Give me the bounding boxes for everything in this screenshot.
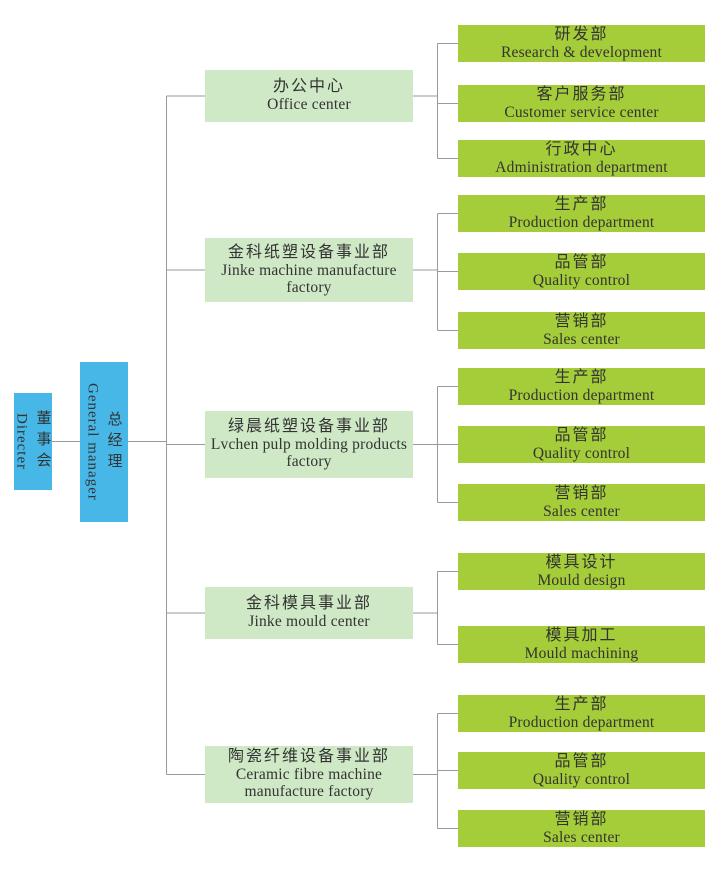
dept-research-development: 研发部 Research & development [458, 25, 705, 62]
dept-label-zh: 营销部 [554, 484, 609, 502]
dept-quality-jinke-machine: 品管部 Quality control [458, 253, 705, 290]
division-office-center: 办公中心 Office center [205, 70, 413, 122]
dept-label-zh: 生产部 [554, 368, 609, 386]
division-ceramic-fibre-factory: 陶瓷纤维设备事业部 Ceramic fibre machine manufact… [205, 746, 413, 803]
dept-label-zh: 行政中心 [545, 140, 618, 158]
dept-label-en: Administration department [495, 158, 668, 176]
dept-label-zh: 营销部 [554, 810, 609, 828]
division-lvchen-pulp-factory: 绿晨纸塑设备事业部 Lvchen pulp molding products f… [205, 411, 413, 478]
dept-sales-jinke-machine: 营销部 Sales center [458, 312, 705, 349]
dept-quality-ceramic: 品管部 Quality control [458, 752, 705, 789]
dept-production-ceramic: 生产部 Production department [458, 695, 705, 732]
dept-mould-design: 模具设计 Mould design [458, 553, 705, 590]
dept-label-zh: 营销部 [554, 312, 609, 330]
manager-label-en: General manager [84, 383, 101, 501]
dept-quality-lvchen: 品管部 Quality control [458, 426, 705, 463]
dept-label-zh: 品管部 [554, 253, 609, 271]
dept-production-jinke-machine: 生产部 Production department [458, 195, 705, 232]
dept-label-en: Production department [508, 213, 655, 231]
dept-label-en: Mould design [537, 571, 626, 589]
dept-mould-machining: 模具加工 Mould machining [458, 626, 705, 663]
dept-label-en: Mould machining [524, 644, 639, 662]
dept-label-en: Quality control [532, 770, 631, 788]
dept-sales-lvchen: 营销部 Sales center [458, 484, 705, 521]
dept-label-en: Sales center [543, 330, 620, 348]
division-label-zh: 办公中心 [272, 78, 345, 96]
dept-label-zh: 模具加工 [545, 626, 618, 644]
dept-production-lvchen: 生产部 Production department [458, 368, 705, 405]
dept-label-en: Sales center [543, 828, 620, 846]
dept-label-zh: 模具设计 [545, 553, 618, 571]
dept-label-zh: 品管部 [554, 752, 609, 770]
dept-label-zh: 客户服务部 [536, 85, 627, 103]
dept-label-en: Production department [508, 713, 655, 731]
division-label-en: Jinke machine manufacture factory [221, 261, 397, 296]
org-node-general-manager: General manager 总经理 [80, 362, 128, 522]
division-label-en: Office center [267, 96, 351, 114]
division-label-en: Ceramic fibre machine manufacture factor… [235, 766, 383, 801]
dept-label-en: Production department [508, 386, 655, 404]
division-label-en: Lvchen pulp molding products factory [210, 436, 408, 471]
org-node-board: Directer 董事会 [14, 393, 52, 490]
board-label-en: Directer [13, 412, 30, 471]
division-label-zh: 金科纸塑设备事业部 [227, 243, 390, 261]
dept-label-zh: 品管部 [554, 426, 609, 444]
dept-label-zh: 研发部 [554, 25, 609, 43]
dept-administration: 行政中心 Administration department [458, 140, 705, 177]
dept-label-en: Customer service center [504, 103, 659, 121]
dept-label-zh: 生产部 [554, 695, 609, 713]
division-label-en: Jinke mould center [248, 613, 370, 631]
division-jinke-machine-factory: 金科纸塑设备事业部 Jinke machine manufacture fact… [205, 238, 413, 302]
division-jinke-mould-center: 金科模具事业部 Jinke mould center [205, 587, 413, 639]
manager-label-zh: 总经理 [105, 410, 122, 474]
dept-label-en: Quality control [532, 444, 631, 462]
division-label-zh: 绿晨纸塑设备事业部 [227, 418, 390, 436]
division-label-zh: 金科模具事业部 [245, 595, 372, 613]
dept-label-en: Quality control [532, 271, 631, 289]
dept-customer-service: 客户服务部 Customer service center [458, 85, 705, 122]
dept-label-zh: 生产部 [554, 195, 609, 213]
dept-sales-ceramic: 营销部 Sales center [458, 810, 705, 847]
board-label-zh: 董事会 [34, 410, 51, 473]
dept-label-en: Sales center [543, 502, 620, 520]
dept-label-en: Research & development [500, 43, 663, 61]
division-label-zh: 陶瓷纤维设备事业部 [227, 748, 390, 766]
